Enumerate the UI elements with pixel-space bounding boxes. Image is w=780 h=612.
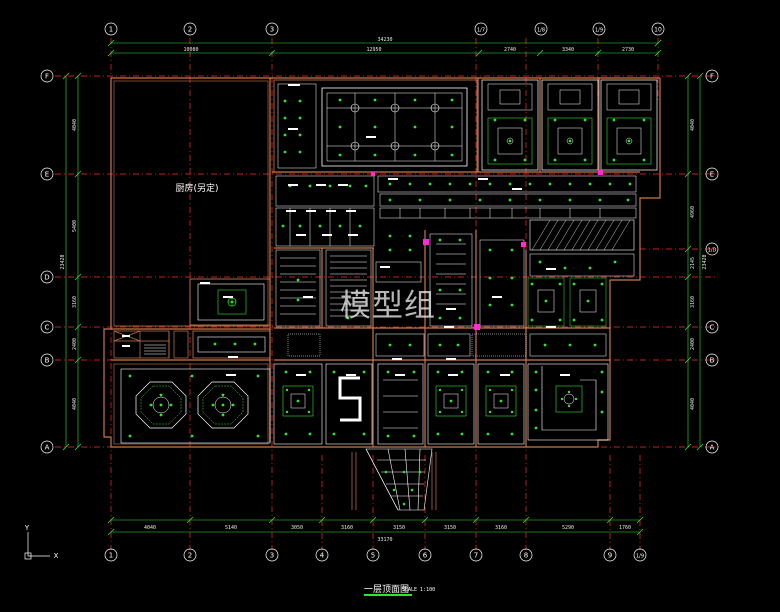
building-walls: [103, 77, 661, 448]
bottom-dimension: 3050: [291, 525, 303, 531]
axis-label: F: [45, 73, 49, 81]
banquet-ceiling-feature: [273, 79, 478, 173]
axis-label: 4: [320, 552, 325, 560]
left-dimension: 3160: [72, 296, 78, 308]
top-dimension: 2730: [622, 47, 634, 53]
axis-labels: 1 2 3 1/7 1/8 1/9 10 1 2 3 4 5 6 7 8 9 1…: [44, 26, 716, 560]
axis-label: 7: [474, 552, 478, 560]
axis-label: C: [45, 324, 50, 332]
top-dimension: 12950: [366, 47, 381, 53]
dimension-ticks: [62, 39, 704, 536]
axis-label: 2: [188, 552, 192, 560]
right-dimension: 4040: [690, 398, 696, 410]
vip-room-ceilings: [481, 79, 658, 171]
axis-label: 3: [270, 552, 274, 560]
stair-hatch: [529, 219, 635, 251]
bottom-total-dimension: 33170: [377, 537, 392, 543]
top-dimension: 3340: [562, 47, 574, 53]
left-dimension: 5400: [72, 220, 78, 232]
entrance-steps: [351, 452, 437, 510]
axis-bubbles: [40, 22, 719, 562]
right-dimension: 4040: [690, 119, 696, 131]
ucs-y-label: Y: [24, 524, 30, 532]
axis-label: 6: [423, 552, 428, 560]
right-dimension: 2145: [690, 257, 696, 269]
bottom-dimension: 3150: [444, 525, 456, 531]
axis-label: 3: [270, 26, 274, 34]
watermark: 模型组: [340, 288, 436, 324]
octagon-ceiling-room: [120, 368, 271, 444]
ceiling-panel-left: [189, 278, 271, 326]
axis-label: 1: [109, 26, 113, 34]
axis-label: C: [710, 324, 715, 332]
column-markers: [371, 170, 603, 330]
middle-room-ceilings: [275, 233, 635, 327]
axis-label: E: [45, 171, 49, 179]
building-walls-inner: [113, 80, 269, 445]
ceiling-strip: [192, 330, 271, 359]
axis-label: A: [45, 444, 50, 452]
axis-label: 8: [524, 552, 528, 560]
right-dimension: 2400: [690, 338, 696, 350]
ucs-x-label: X: [54, 552, 59, 560]
left-dimension: 2400: [72, 338, 78, 350]
top-total-dimension: 34230: [377, 37, 392, 43]
axis-label: D: [44, 274, 49, 282]
axis-label: E: [710, 171, 714, 179]
top-dimension: 2740: [504, 47, 516, 53]
axis-label: B: [710, 357, 715, 365]
right-dimension: 4960: [690, 206, 696, 218]
axis-label: 1/D: [708, 248, 717, 254]
axis-label: 5: [371, 552, 375, 560]
corridor-ceiling: [275, 175, 637, 247]
bottom-dimension: 4040: [144, 525, 156, 531]
kitchen-label: 厨房(另定): [175, 182, 218, 194]
axis-label: 1/7: [477, 28, 485, 34]
axis-label: A: [710, 444, 715, 452]
light-fixtures: [128, 98, 646, 506]
bottom-dimension: 5140: [225, 525, 237, 531]
drawing-title: 一层顶面图: [364, 584, 409, 595]
axis-label: 10: [654, 27, 662, 34]
bottom-dimension: 3160: [495, 525, 507, 531]
storage-stairs: [144, 344, 166, 355]
b-row-ceilings: [375, 333, 607, 357]
axis-label: 1/9: [636, 554, 644, 560]
right-dimension: 3160: [690, 296, 696, 308]
drawing-scale: SCALE 1:100: [402, 587, 435, 593]
top-dimension: 10080: [183, 47, 198, 53]
dimension-texts: 34230 10080 12950 2740 3340 2730 4040 51…: [60, 37, 708, 543]
dimension-lines: [65, 42, 701, 533]
ucs-icon: [24, 532, 50, 560]
mosaic-strip: [287, 333, 527, 357]
annotation-marks: [122, 84, 570, 376]
left-dimension: 4040: [72, 119, 78, 131]
bottom-room-ceilings: [273, 363, 609, 445]
right-total-dimension: 23420: [702, 254, 708, 269]
axis-label: 1/9: [595, 28, 603, 34]
bottom-dimension: 3150: [393, 525, 405, 531]
left-dimension: 4040: [72, 398, 78, 410]
axis-label: F: [710, 73, 714, 81]
bottom-dimension: 5290: [562, 525, 574, 531]
bottom-dimension: 3160: [341, 525, 353, 531]
bottom-dimension: 1760: [619, 525, 631, 531]
axis-label: 9: [608, 552, 612, 560]
left-total-dimension: 23420: [60, 254, 66, 269]
axis-label: B: [45, 357, 50, 365]
entrance-canopy: [365, 448, 433, 511]
axis-label: 2: [188, 26, 192, 34]
axis-label: 1: [109, 552, 113, 560]
axis-label: 1/8: [537, 28, 545, 34]
